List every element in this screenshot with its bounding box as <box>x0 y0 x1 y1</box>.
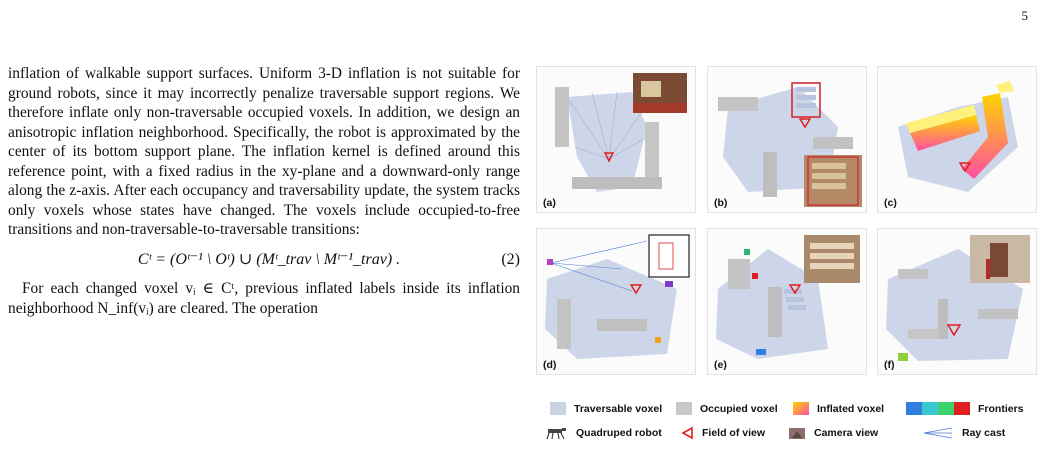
panel-a-label: (a) <box>543 197 556 209</box>
panel-f-label: (f) <box>884 359 895 371</box>
panel-d-render <box>545 234 690 359</box>
panel-c: (c) <box>877 66 1037 213</box>
legend-frontiers-label: Frontiers <box>978 402 1024 415</box>
traversable-voxel-swatch <box>550 402 566 415</box>
panel-f-render <box>886 235 1030 361</box>
legend-traversable: Traversable voxel <box>550 402 662 415</box>
panel-c-render <box>898 81 1018 192</box>
legend-camera: Camera view <box>788 426 878 440</box>
panel-b-label: (b) <box>714 197 728 209</box>
figure: (a) (b) <box>536 66 1037 460</box>
panel-f: (f) <box>877 228 1037 375</box>
panel-e-render <box>716 235 860 359</box>
legend-occupied: Occupied voxel <box>676 402 778 415</box>
panel-b: (b) <box>707 66 867 213</box>
legend-frontiers: Frontiers <box>906 402 1024 415</box>
panel-d: (d) <box>536 228 696 375</box>
legend-camera-label: Camera view <box>814 427 879 439</box>
body-text: inflation of walkable support surfaces. … <box>8 64 520 318</box>
paragraph-1: inflation of walkable support surfaces. … <box>8 65 520 238</box>
panel-e: (e) <box>707 228 867 375</box>
occupied-voxel-swatch <box>676 402 692 415</box>
legend-inflated-label: Inflated voxel <box>817 402 885 415</box>
camera-view-icon <box>789 428 805 439</box>
page-number: 5 <box>1021 8 1029 23</box>
panel-a: (a) <box>536 66 696 213</box>
equation-2: Cᵗ = (Oᵗ⁻¹ \ Oᵗ) ∪ (Mᵗ_trav \ Mᵗ⁻¹_trav)… <box>8 250 520 270</box>
equation-number: (2) <box>501 250 520 268</box>
panel-e-label: (e) <box>714 359 727 371</box>
panel-a-render <box>555 73 687 192</box>
inflated-voxel-swatch <box>793 402 809 415</box>
legend-inflated: Inflated voxel <box>793 402 884 415</box>
equation-formula: Cᵗ = (Oᵗ⁻¹ \ Oᵗ) ∪ (Mᵗ_trav \ Mᵗ⁻¹_trav)… <box>137 250 401 268</box>
panel-c-label: (c) <box>884 197 897 209</box>
legend-occupied-label: Occupied voxel <box>700 402 778 415</box>
legend-robot: Quadruped robot <box>544 426 662 440</box>
ray-cast-icon <box>923 427 953 439</box>
panel-d-label: (d) <box>543 359 557 371</box>
legend-robot-label: Quadruped robot <box>576 427 662 439</box>
legend-fov-label: Field of view <box>702 427 766 439</box>
field-of-view-icon <box>681 426 693 440</box>
frontiers-swatch <box>906 402 970 415</box>
legend-traversable-label: Traversable voxel <box>574 402 663 415</box>
legend-raycast: Ray cast <box>922 426 1005 440</box>
quadruped-robot-icon <box>546 428 566 440</box>
paragraph-2: For each changed voxel vᵢ ∈ Cᵗ, previous… <box>8 280 520 317</box>
legend-raycast-label: Ray cast <box>962 427 1006 439</box>
panel-b-render <box>718 82 862 207</box>
legend-fov: Field of view <box>680 426 765 440</box>
